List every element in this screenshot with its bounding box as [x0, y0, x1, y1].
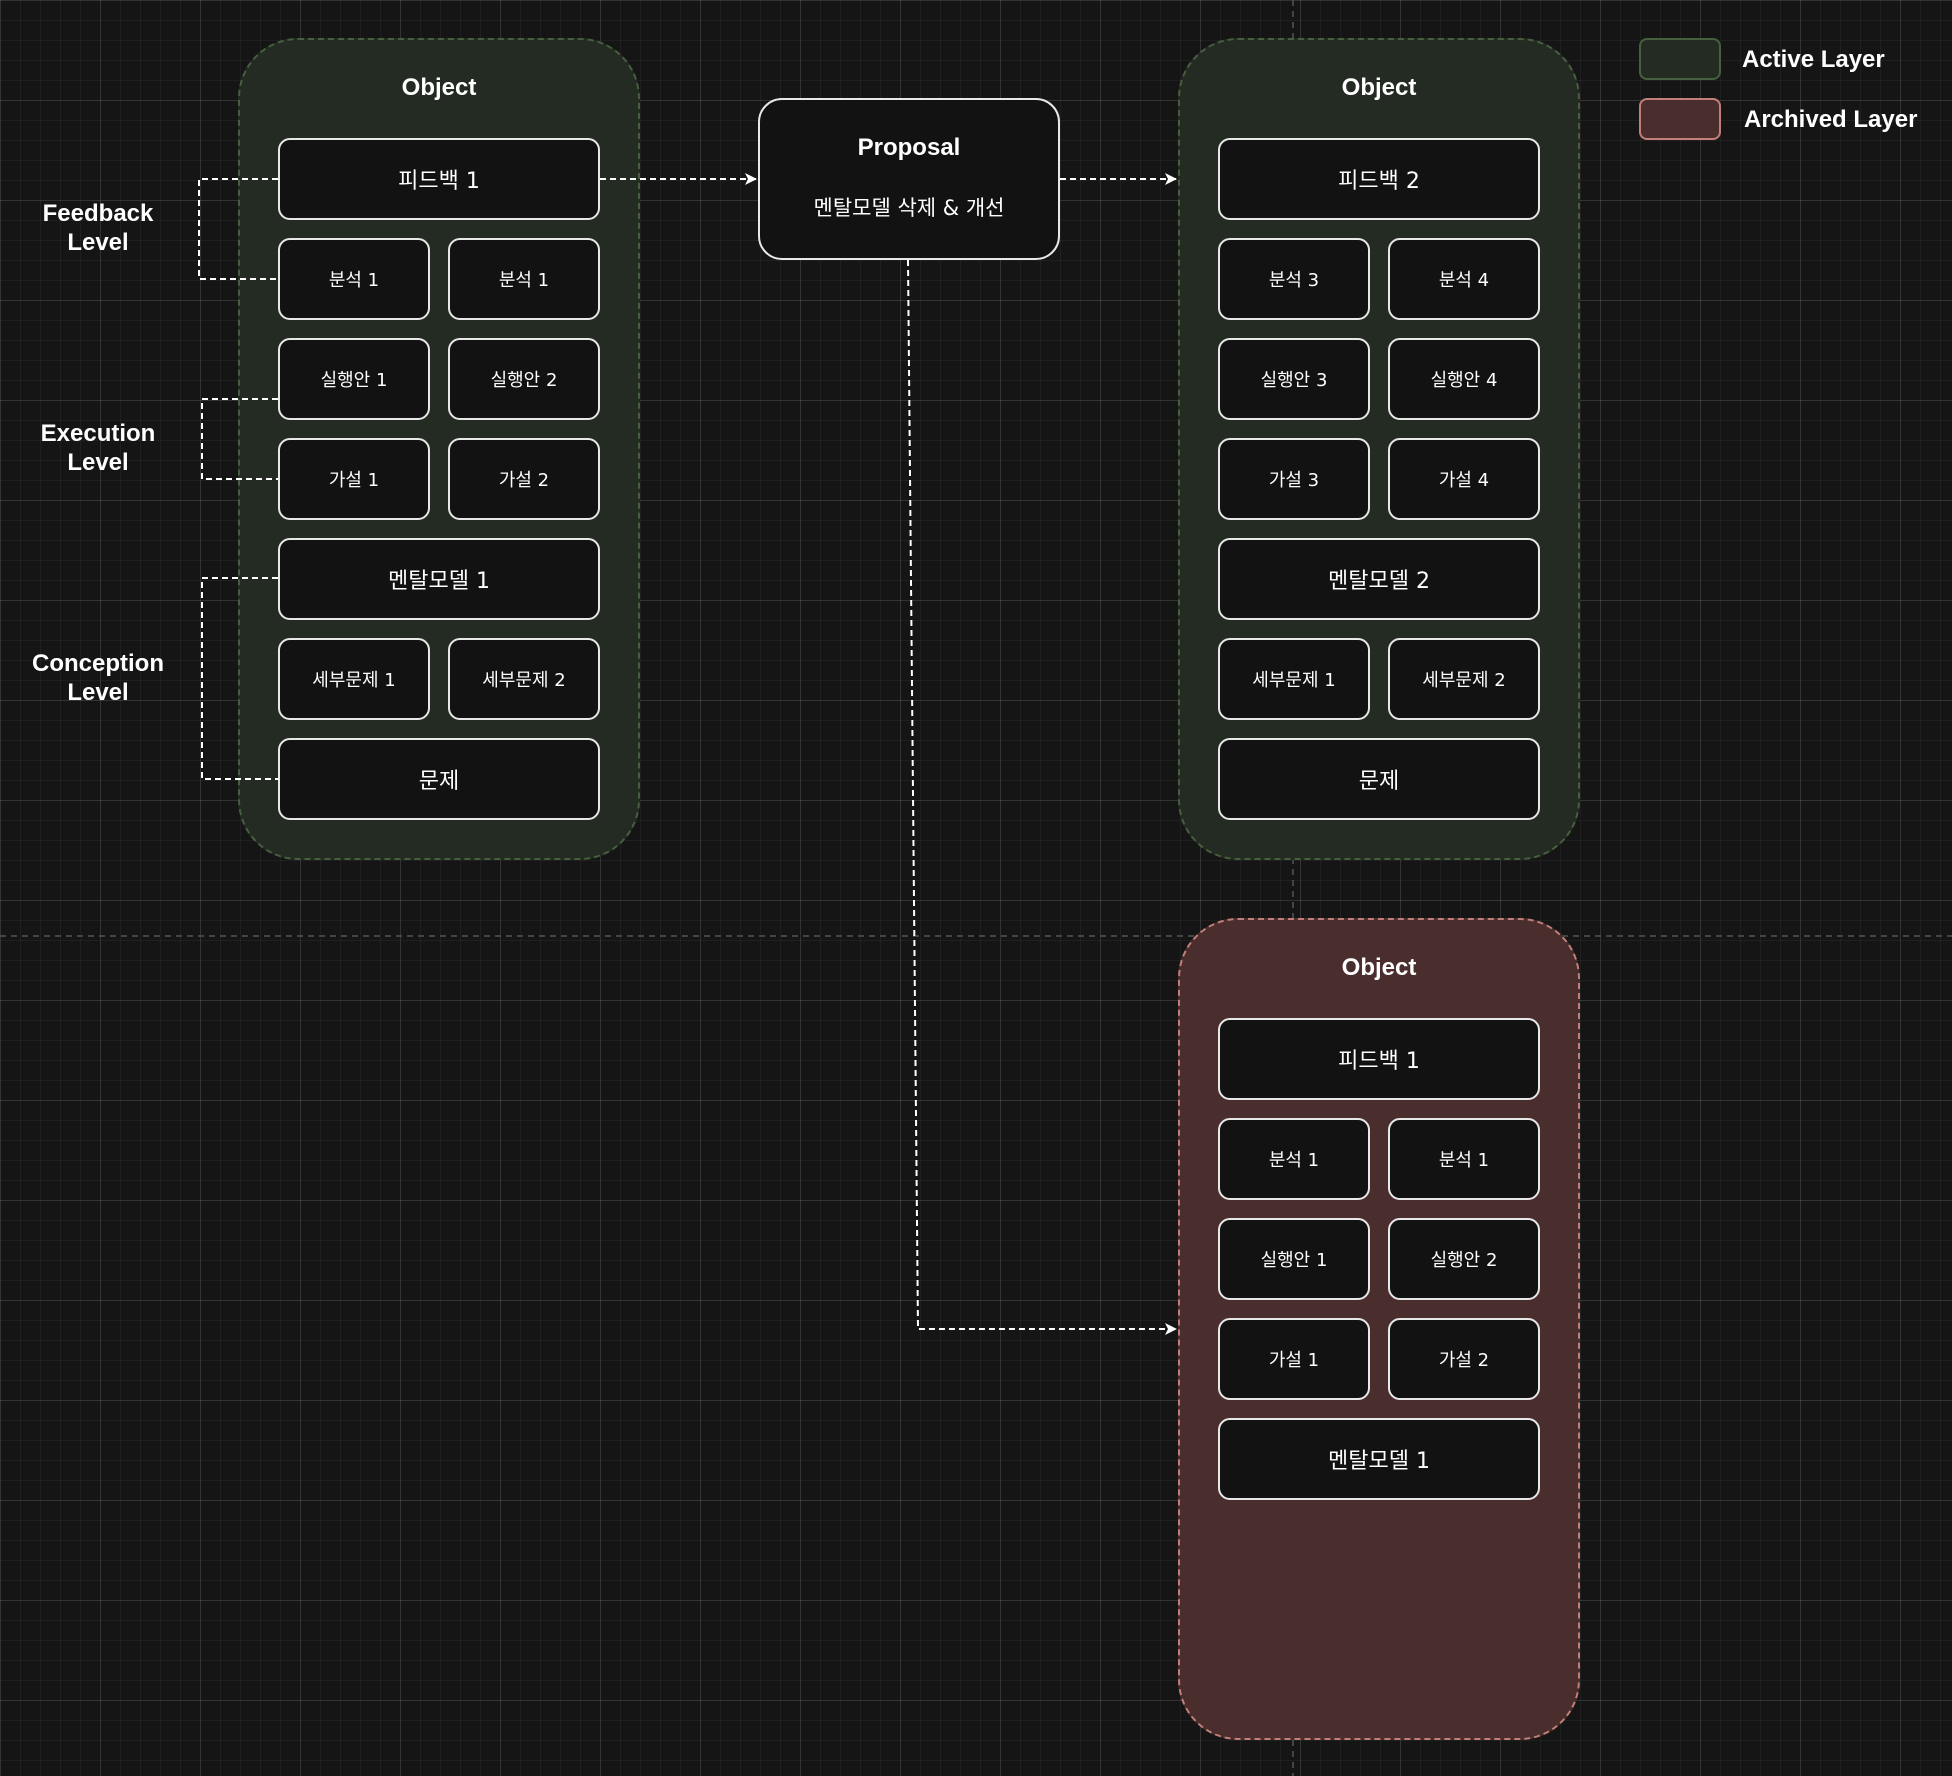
object-archived-hypothesis-1[interactable]: 가설 1 — [1218, 1318, 1370, 1400]
object-left-plan-1[interactable]: 실행안 1 — [278, 338, 430, 420]
execution-level-line-1: Execution — [40, 420, 156, 447]
object-right-plan-1[interactable]: 실행안 3 — [1218, 338, 1370, 420]
arrow-proposal-to-archived — [907, 259, 1177, 1335]
object-left-mental-model[interactable]: 멘탈모델 1 — [278, 538, 600, 620]
execution-level-label: Execution Level — [18, 419, 178, 477]
object-right-plan-2[interactable]: 실행안 4 — [1388, 338, 1540, 420]
object-right-problem[interactable]: 문제 — [1218, 738, 1540, 820]
legend-active-swatch — [1639, 38, 1721, 80]
object-archived-title: Object — [1341, 954, 1417, 981]
conception-level-line-1: Conception — [32, 650, 164, 677]
object-right-subproblem-2[interactable]: 세부문제 2 — [1388, 638, 1540, 720]
object-left-analysis-1[interactable]: 분석 1 — [278, 238, 430, 320]
object-left-analysis-2[interactable]: 분석 1 — [448, 238, 600, 320]
legend-active-label: Active Layer — [1742, 46, 1885, 73]
object-archived-hypothesis-2[interactable]: 가설 2 — [1388, 1318, 1540, 1400]
object-right-analysis-1[interactable]: 분석 3 — [1218, 238, 1370, 320]
conception-level-label: Conception Level — [18, 649, 178, 707]
object-right-subproblem-1[interactable]: 세부문제 1 — [1218, 638, 1370, 720]
conception-level-line-2: Level — [67, 679, 129, 706]
object-archived-analysis-2[interactable]: 분석 1 — [1388, 1118, 1540, 1200]
object-right-mental-model[interactable]: 멘탈모델 2 — [1218, 538, 1540, 620]
conception-level-bracket — [201, 577, 278, 780]
object-left-title: Object — [401, 74, 477, 101]
object-archived-analysis-1[interactable]: 분석 1 — [1218, 1118, 1370, 1200]
object-left-plan-2[interactable]: 실행안 2 — [448, 338, 600, 420]
object-archived-plan-1[interactable]: 실행안 1 — [1218, 1218, 1370, 1300]
feedback-level-bracket — [198, 178, 278, 280]
legend-archived-label: Archived Layer — [1744, 106, 1918, 133]
object-right-analysis-2[interactable]: 분석 4 — [1388, 238, 1540, 320]
object-left-subproblem-1[interactable]: 세부문제 1 — [278, 638, 430, 720]
feedback-level-label: Feedback Level — [18, 199, 178, 257]
legend-archived-swatch — [1639, 98, 1721, 140]
object-archived-mental-model[interactable]: 멘탈모델 1 — [1218, 1418, 1540, 1500]
execution-level-line-2: Level — [67, 449, 129, 476]
object-right-hypothesis-1[interactable]: 가설 3 — [1218, 438, 1370, 520]
object-left-subproblem-2[interactable]: 세부문제 2 — [448, 638, 600, 720]
object-right-feedback[interactable]: 피드백 2 — [1218, 138, 1540, 220]
proposal-box[interactable]: Proposal 멘탈모델 삭제 & 개선 — [758, 98, 1060, 260]
object-left-hypothesis-1[interactable]: 가설 1 — [278, 438, 430, 520]
feedback-level-line-1: Feedback — [42, 200, 154, 227]
proposal-description: 멘탈모델 삭제 & 개선 — [813, 196, 1005, 220]
proposal-title: Proposal — [857, 134, 961, 161]
object-left-feedback[interactable]: 피드백 1 — [278, 138, 600, 220]
object-right-hypothesis-2[interactable]: 가설 4 — [1388, 438, 1540, 520]
feedback-level-line-2: Level — [67, 229, 129, 256]
object-right-title: Object — [1341, 74, 1417, 101]
object-archived-feedback[interactable]: 피드백 1 — [1218, 1018, 1540, 1100]
object-archived-plan-2[interactable]: 실행안 2 — [1388, 1218, 1540, 1300]
object-left-hypothesis-2[interactable]: 가설 2 — [448, 438, 600, 520]
execution-level-bracket — [201, 398, 278, 480]
object-left-problem[interactable]: 문제 — [278, 738, 600, 820]
